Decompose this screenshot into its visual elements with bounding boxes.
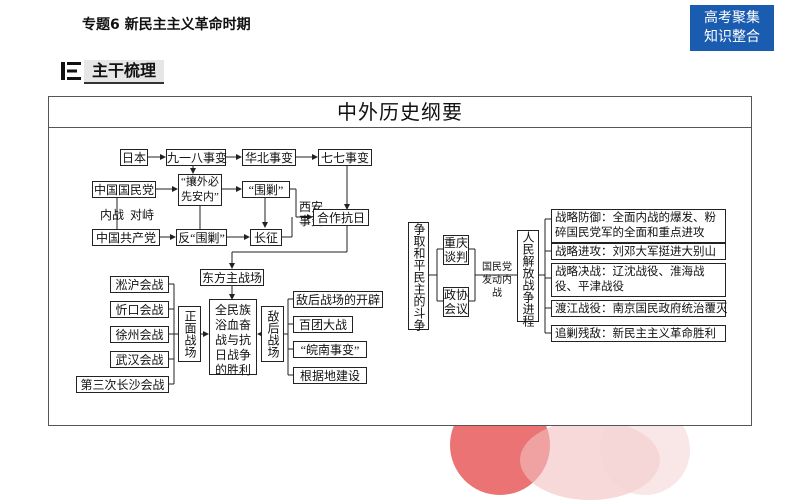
corner-badge-line1: 高考聚集 bbox=[704, 10, 760, 26]
node-chongqing: 重庆谈判 bbox=[443, 235, 469, 265]
node-pcc: 政协会议 bbox=[443, 287, 469, 317]
label-kmt-civil-text: 国民党发动内战 bbox=[482, 262, 512, 299]
node-decisive: 战略决战：辽沈战役、淮海战役、平津战役 bbox=[551, 263, 726, 297]
topic-title: 专题6 新民主主义革命时期 bbox=[82, 17, 251, 33]
section-title: 主干梳理 bbox=[84, 60, 165, 84]
node-pcc-text: 政协会议 bbox=[444, 288, 469, 316]
node-anti-jiaoyu: 反“围剿” bbox=[176, 229, 227, 246]
node-open-rear: 敌后战场的开辟 bbox=[293, 291, 383, 308]
node-rangwai: “攘外必先安内” bbox=[178, 174, 222, 206]
node-defense: 战略防御：全面内战的爆发、粉碎国民党军的全面和重点进攻 bbox=[551, 209, 726, 243]
node-offense: 战略进攻：刘邓大军挺进大别山 bbox=[551, 243, 726, 260]
right-diagram: 争取和平民主的斗争 重庆谈判 政协会议 国民党发动内战 人民解放战争进程 战略防… bbox=[406, 205, 728, 346]
label-standoff: 对峙 bbox=[130, 208, 155, 222]
node-rangwai-text: “攘外必先安内” bbox=[181, 176, 219, 203]
node-frontal: 正面战场 bbox=[178, 306, 201, 362]
node-defense-text: 战略防御：全面内战的爆发、粉碎国民党军的全面和重点进攻 bbox=[555, 212, 716, 239]
node-songhu: 淞沪会战 bbox=[110, 276, 169, 293]
node-changsha: 第三次长沙会战 bbox=[76, 376, 169, 393]
left-diagram: 日本 九一八事变 华北事变 七七事变 中国国民党 “攘外必先安内” “围剿” 内… bbox=[72, 142, 394, 400]
node-victory: 全民族浴血奋战与抗日战争的胜利 bbox=[209, 299, 257, 377]
node-bases: 根据地建设 bbox=[293, 367, 367, 384]
node-japan: 日本 bbox=[120, 149, 148, 166]
corner-badge-line2: 知识整合 bbox=[704, 29, 760, 45]
node-wuhan: 武汉会战 bbox=[110, 351, 169, 368]
node-xuzhou: 徐州会战 bbox=[110, 326, 169, 343]
node-chongqing-text: 重庆谈判 bbox=[444, 236, 469, 264]
node-jiaoyu: “围剿” bbox=[242, 181, 290, 198]
label-kmt-civil: 国民党发动内战 bbox=[478, 261, 516, 300]
node-hundred: 百团大战 bbox=[293, 316, 353, 333]
node-fight-peace: 争取和平民主的斗争 bbox=[408, 222, 429, 331]
left-diagram-connectors bbox=[116, 154, 350, 385]
node-pursuit: 追剿残敌：新民主主义革命胜利 bbox=[551, 325, 726, 342]
corner-badge[interactable]: 高考聚集 知识整合 bbox=[690, 5, 774, 51]
node-liberation: 人民解放战争进程 bbox=[517, 230, 539, 327]
node-north-china: 华北事变 bbox=[242, 149, 296, 166]
node-ccp: 中国共产党 bbox=[92, 229, 160, 246]
node-wannan: “皖南事变” bbox=[293, 341, 367, 358]
node-decisive-text: 战略决战：辽沈战役、淮海战役、平津战役 bbox=[555, 266, 705, 293]
node-eastern: 东方主战场 bbox=[200, 269, 264, 286]
label-civil-war: 内战 bbox=[100, 208, 125, 222]
node-yangtze: 渡江战役：南京国民政府统治覆灭 bbox=[551, 300, 728, 317]
node-rear: 敌后战场 bbox=[261, 306, 284, 362]
main-title: 中外历史纲要 bbox=[48, 96, 752, 128]
node-long-march: 长征 bbox=[250, 229, 282, 246]
node-sep18: 九一八事变 bbox=[166, 149, 228, 166]
node-kmt: 中国国民党 bbox=[92, 181, 156, 198]
right-diagram-connectors bbox=[429, 218, 551, 334]
node-victory-text: 全民族浴血奋战与抗日战争的胜利 bbox=[214, 303, 251, 377]
list-icon bbox=[61, 62, 81, 80]
node-jul7: 七七事变 bbox=[318, 149, 372, 166]
node-xinkou: 忻口会战 bbox=[110, 301, 169, 318]
node-coop: 合作抗日 bbox=[313, 209, 369, 226]
